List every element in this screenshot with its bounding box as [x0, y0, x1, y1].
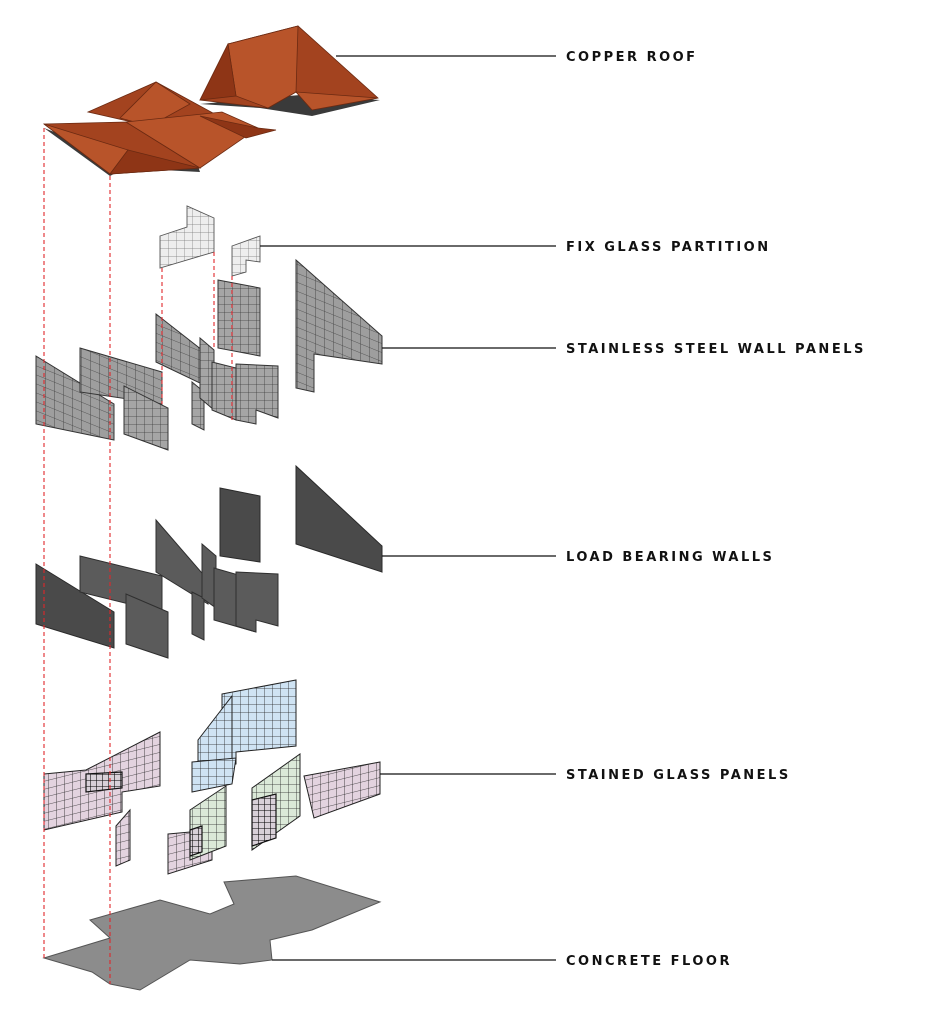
label-load-bearing-walls: LOAD BEARING WALLS [566, 550, 774, 565]
stainless-steel-wall-panels [35, 258, 383, 451]
leader-lines [260, 55, 556, 961]
label-stainless-steel-wall-panels: STAINLESS STEEL WALL PANELS [566, 342, 866, 357]
label-concrete-floor: CONCRETE FLOOR [566, 954, 732, 969]
stained-glass-panels [43, 679, 381, 875]
label-copper-roof: COPPER ROOF [566, 50, 698, 65]
load-bearing-walls [35, 464, 383, 659]
label-fix-glass-partition: FIX GLASS PARTITION [566, 240, 771, 255]
copper-roof [42, 25, 380, 176]
label-stained-glass-panels: STAINED GLASS PANELS [566, 768, 791, 783]
concrete-floor [42, 875, 382, 991]
fix-glass-partition [159, 205, 261, 277]
alignment-guides [43, 128, 233, 984]
